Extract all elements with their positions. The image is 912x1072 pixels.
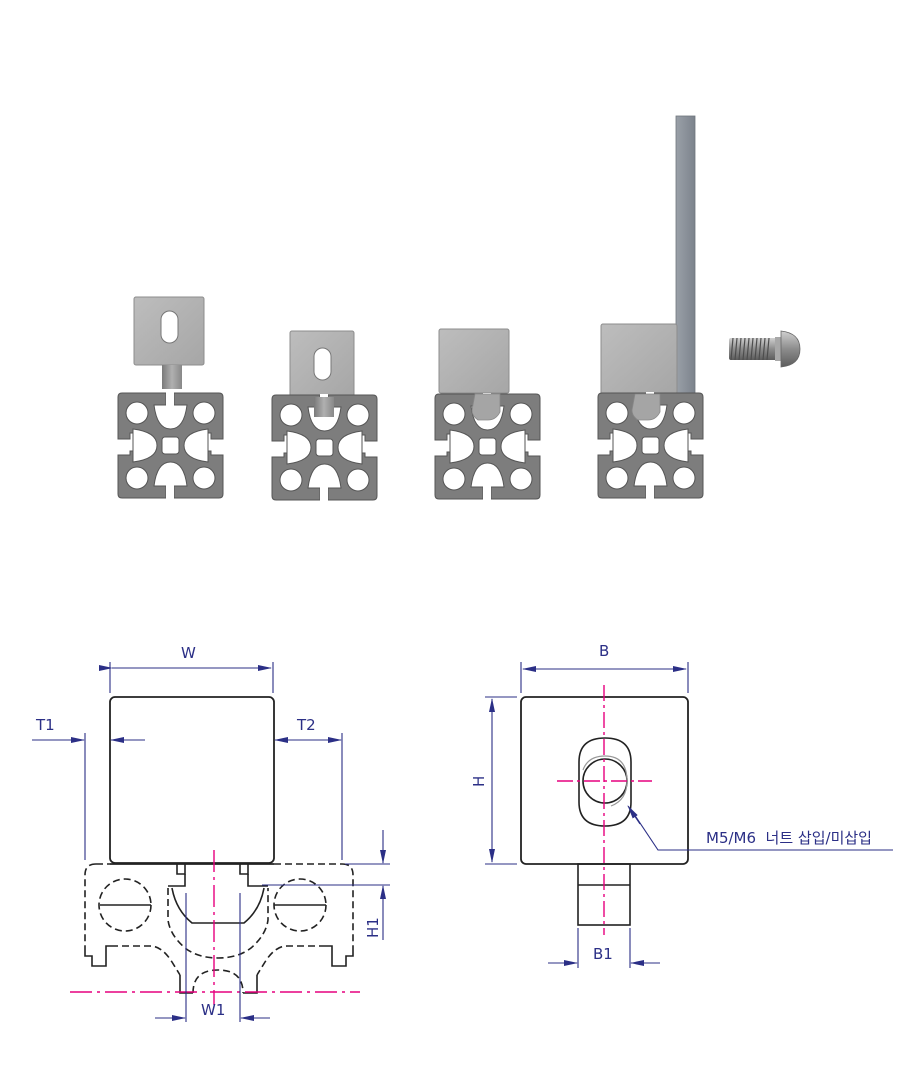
button-head-screw-icon: [729, 330, 801, 368]
assembly-step-2: [270, 330, 379, 502]
side-view-dim-labels: B H B1 M5/M6 너트 삽입/미삽입: [470, 642, 872, 963]
front-view-drawing: [70, 696, 360, 1005]
dim-label-t1: T1: [35, 716, 55, 734]
dim-label-t2: T2: [296, 716, 316, 734]
dim-label-h1: H1: [364, 917, 382, 938]
dim-label-b: B: [599, 642, 609, 660]
dim-label-w1: W1: [201, 1001, 225, 1019]
assembly-step-4: [596, 115, 705, 500]
side-view-dimensions: [485, 662, 893, 968]
dim-label-h: H: [470, 776, 488, 787]
dim-label-w: W: [181, 644, 196, 662]
nut-insert-note: M5/M6 너트 삽입/미삽입: [706, 829, 872, 847]
assembly-step-1: [116, 296, 225, 500]
front-view-dim-labels: W T1 T2 H1 W1: [35, 644, 382, 1019]
side-view-drawing: [520, 685, 689, 935]
assembly-step-3: [433, 328, 542, 501]
dim-label-b1: B1: [593, 945, 613, 963]
front-view-dimensions: [32, 662, 390, 1022]
